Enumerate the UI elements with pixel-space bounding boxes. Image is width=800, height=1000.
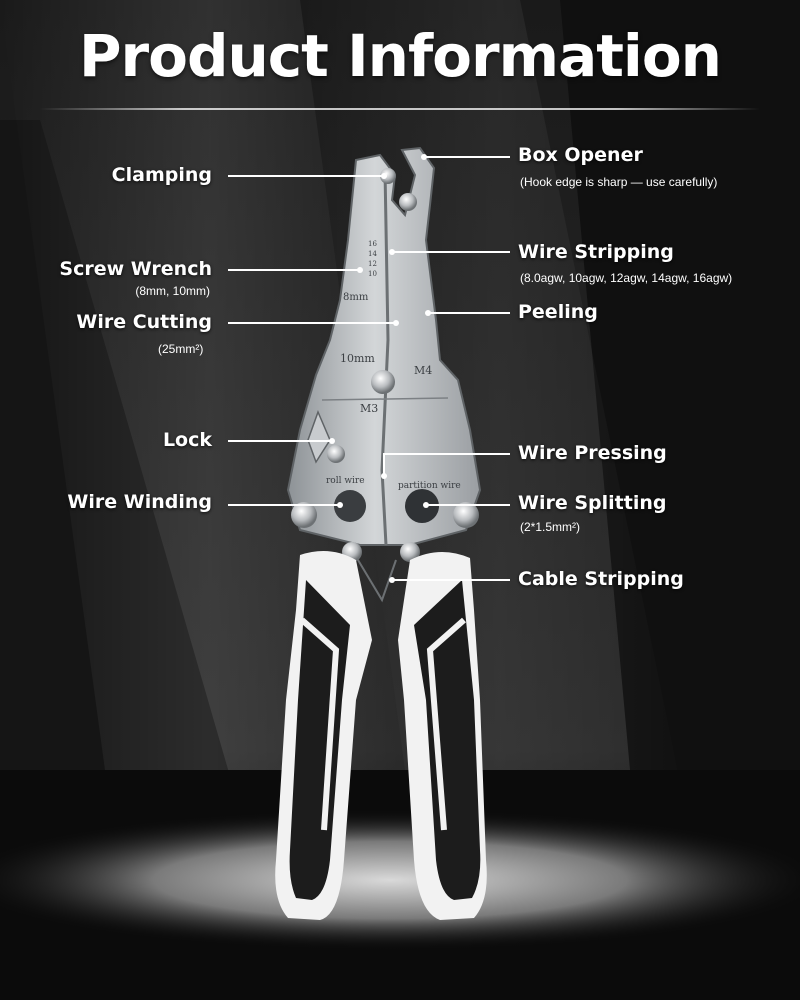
- label-cable-stripping: Cable Stripping: [518, 568, 684, 590]
- sublabel-screw-wrench: (8mm, 10mm): [135, 284, 210, 298]
- sublabel-wire-splitting: (2*1.5mm²): [520, 520, 581, 534]
- tool-head: [286, 146, 482, 562]
- mark-partition-wire: partition wire: [398, 481, 461, 491]
- label-wire-pressing: Wire Pressing: [518, 442, 667, 464]
- gauge-12: 12: [368, 260, 377, 268]
- left-handle: [275, 551, 372, 920]
- mark-roll-wire: roll wire: [326, 476, 365, 486]
- mark-m4: M4: [414, 364, 432, 377]
- right-bolt: [453, 502, 479, 528]
- gauge-16: 16: [368, 240, 377, 248]
- gauge-10: 10: [368, 270, 377, 278]
- roll-wire-hole: [334, 490, 366, 522]
- mark-8mm: 8mm: [343, 292, 369, 303]
- label-wire-winding: Wire Winding: [67, 491, 212, 513]
- sublabel-wire-cutting: (25mm²): [158, 342, 204, 356]
- cable-stripping-teeth: [357, 559, 397, 603]
- label-wire-stripping: Wire Stripping: [518, 241, 674, 263]
- lock-rivet: [327, 445, 345, 463]
- gauge-14: 14: [368, 250, 377, 258]
- label-wire-cutting: Wire Cutting: [76, 311, 212, 333]
- label-screw-wrench: Screw Wrench: [59, 258, 212, 280]
- label-clamping: Clamping: [111, 164, 212, 186]
- sublabel-box-opener: (Hook edge is sharp — use carefully): [520, 175, 718, 189]
- label-box-opener: Box Opener: [518, 144, 643, 166]
- mark-10mm: 10mm: [340, 352, 375, 365]
- mark-m3: M3: [360, 402, 378, 415]
- partition-wire-hole: [405, 489, 439, 523]
- left-bolt: [291, 502, 317, 528]
- sublabel-wire-stripping: (8.0agw, 10agw, 12agw, 14agw, 16agw): [520, 271, 733, 285]
- title-divider: [40, 108, 760, 110]
- label-wire-splitting: Wire Splitting: [518, 492, 667, 514]
- label-peeling: Peeling: [518, 301, 598, 323]
- leader-wire-pressing: [383, 453, 510, 476]
- page-title: Product Information: [79, 22, 722, 90]
- right-handle: [398, 551, 487, 920]
- handle-rivet-right: [400, 542, 420, 562]
- opener-rivet: [399, 193, 417, 211]
- lock-latch: [307, 409, 331, 464]
- clamping-rivet: [380, 168, 396, 184]
- label-lock: Lock: [162, 429, 212, 451]
- pivot-bolt: [371, 370, 395, 394]
- leader-lines: [228, 156, 510, 581]
